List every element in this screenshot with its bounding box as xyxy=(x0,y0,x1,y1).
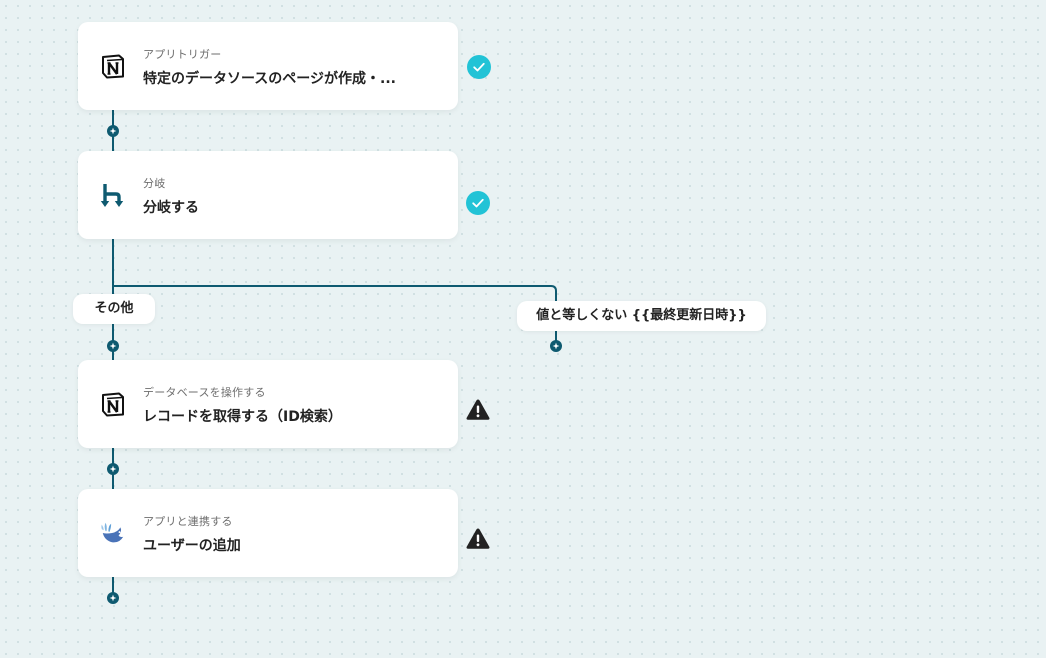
branch-label-condition[interactable]: 値と等しくない {{最終更新日時}} xyxy=(517,301,766,331)
notion-icon xyxy=(100,52,126,80)
warning-icon xyxy=(466,527,490,551)
notion-icon xyxy=(100,390,126,418)
step-subtitle: アプリと連携する xyxy=(143,515,233,528)
add-step-dot[interactable] xyxy=(550,340,562,352)
step-card-app-trigger[interactable]: アプリトリガー 特定のデータソースのページが作成・... xyxy=(78,22,458,110)
add-step-dot[interactable] xyxy=(107,125,119,137)
step-title: 分岐する xyxy=(143,200,199,216)
step-card-app-integration[interactable]: アプリと連携する ユーザーの追加 xyxy=(78,489,458,577)
step-title: レコードを取得する（ID検索） xyxy=(143,409,342,425)
success-check-icon xyxy=(466,191,490,215)
step-card-branch[interactable]: 分岐 分岐する xyxy=(78,151,458,239)
branch-icon xyxy=(100,181,126,209)
branch-connector-line xyxy=(113,285,557,346)
step-title: 特定のデータソースのページが作成・... xyxy=(143,71,396,87)
bird-icon xyxy=(100,519,126,547)
warning-icon xyxy=(466,398,490,422)
success-check-icon xyxy=(467,55,491,79)
step-card-database[interactable]: データベースを操作する レコードを取得する（ID検索） xyxy=(78,360,458,448)
add-step-dot[interactable] xyxy=(107,592,119,604)
step-title: ユーザーの追加 xyxy=(143,538,241,554)
add-step-dot[interactable] xyxy=(107,463,119,475)
add-step-dot[interactable] xyxy=(107,340,119,352)
step-subtitle: アプリトリガー xyxy=(143,48,222,61)
step-subtitle: 分岐 xyxy=(143,177,166,190)
step-subtitle: データベースを操作する xyxy=(143,386,266,399)
branch-label-else[interactable]: その他 xyxy=(73,294,155,324)
